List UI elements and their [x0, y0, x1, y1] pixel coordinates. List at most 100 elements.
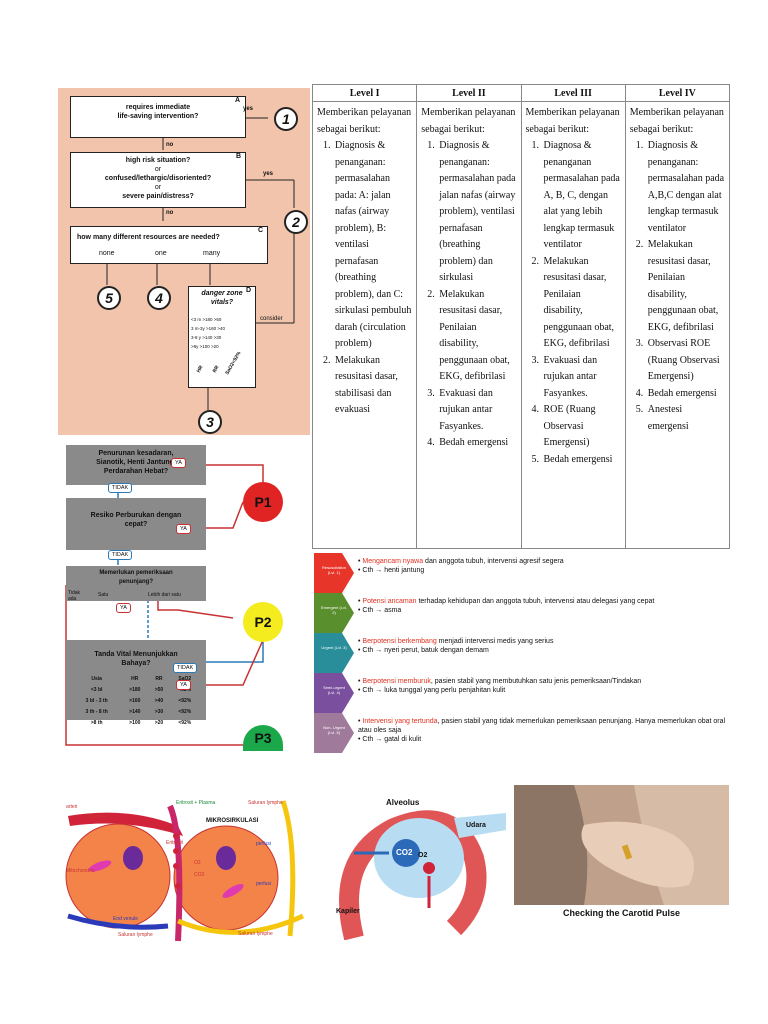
- priority-p3: P3: [243, 725, 283, 751]
- level-description: • Berpotensi berkembang menjadi interven…: [358, 638, 554, 654]
- esi-box-a: requires immediate life-saving intervent…: [70, 96, 246, 138]
- esi-vitals-row-3: >8y >100 >20: [191, 344, 219, 349]
- triage-vt-cell: >100: [129, 720, 141, 726]
- esi-level-row-3: Urgent (Lvl. 3) • Berpotensi berkembang …: [314, 633, 730, 673]
- esi-box-b-or1: or: [154, 166, 162, 173]
- carotid-photo-art: [514, 785, 729, 905]
- table-header-level-3: Level III: [520, 84, 626, 102]
- table-intro: Memberikan pelayanan sebagai berikut:: [525, 107, 620, 135]
- triage-vt-cell: <92%: [178, 709, 192, 715]
- chevron-shape: [314, 633, 354, 673]
- triage-ya-2: YA: [176, 524, 191, 534]
- triage-vt-head: HR: [131, 676, 139, 682]
- level-desc-rest: menjadi intervensi medis yang serius: [436, 638, 554, 645]
- level-description: • Intervensi yang tertunda, pasien stabi…: [358, 718, 726, 743]
- table-item: Diagnosis & penanganan: permasalahan pad…: [646, 138, 725, 237]
- table-intro: Memberikan pelayanan sebagai berikut:: [317, 107, 412, 135]
- esi-arrows: [106, 117, 295, 410]
- level-example: Cth → gatal di kulit: [362, 736, 422, 743]
- table-col-level-3: Memberikan pelayanan sebagai berikut: Di…: [520, 101, 626, 549]
- table-intro: Memberikan pelayanan sebagai berikut:: [421, 107, 516, 135]
- table-item: Melakukan resusitasi dasar, Penilaian di…: [646, 237, 725, 336]
- chevron-shape: [314, 673, 354, 713]
- esi-box-b: high risk situation? or confused/letharg…: [70, 152, 246, 208]
- esi-box-b-line2: confused/lethargic/disoriented?: [104, 175, 212, 182]
- micro-eritrosit: Eritrosit: [166, 840, 183, 846]
- chevron-shape: [314, 553, 354, 593]
- triage-q2-text: Resiko Perburukan dengan cepat?: [90, 512, 182, 528]
- micro-saluran-3: Saluran lymphe: [238, 931, 273, 937]
- esi-vitals-row-0: <3 m >180 >50: [191, 317, 222, 322]
- esi-level-1: 1: [274, 107, 298, 131]
- table-header-level-2: Level II: [416, 84, 522, 102]
- chevron-label: Non- Urgent (Lvl. 5): [323, 725, 345, 735]
- triage-vt-cell: >40: [154, 698, 164, 704]
- chevron-shape: [314, 593, 354, 633]
- chevron-shape: [314, 713, 354, 753]
- esi-yes-1: yes: [243, 106, 254, 112]
- chevron-label: Emergent (Lvl. 2): [320, 605, 347, 615]
- table-col-level-2: Memberikan pelayanan sebagai berikut: Di…: [416, 101, 522, 549]
- level-key-phrase: Berpotensi memburuk: [362, 678, 431, 685]
- triage-vt-cell: <92%: [178, 720, 192, 726]
- esi-level-row-5: Non- Urgent (Lvl. 5) • Intervensi yang t…: [314, 713, 730, 753]
- carotid-caption: Checking the Carotid Pulse: [562, 908, 681, 918]
- triage-q1-text: Penurunan kesadaran, Sianotik, Henti Jan…: [96, 450, 176, 475]
- udara-label: Udara: [466, 822, 486, 829]
- micro-mitochondria: Mitochondria: [66, 868, 95, 874]
- table-item: ROE (Ruang Observasi Emergensi): [542, 402, 621, 452]
- micro-arteriole: arteriole: [88, 814, 107, 820]
- co2-label: CO2: [396, 848, 413, 857]
- triage-q3: Memerlukan pemeriksaan penunjang?: [66, 566, 206, 601]
- esi-vitals-hr: HR: [195, 364, 205, 374]
- esi-level-row-1: Resuscitation (Lvl. 1) • Mengancam nyawa…: [314, 553, 730, 593]
- triage-vt-head: SaO2: [178, 676, 192, 682]
- level-example: Cth → luka tunggal yang perlu penjahitan…: [362, 687, 506, 694]
- table-header-level-1: Level I: [311, 84, 418, 102]
- level-description: • Berpotensi memburuk, pasien stabil yan…: [358, 678, 642, 694]
- esi-vitals-row-1: 3 m-3y >160 >40: [191, 326, 226, 331]
- triage-vt-cell: >8 th: [90, 720, 103, 726]
- alveolus-label: Alveolus: [386, 798, 420, 807]
- triage-vt-cell: <92%: [178, 698, 192, 704]
- triage-opt-one: Satu: [98, 592, 109, 598]
- table-col-level-1: Memberikan pelayanan sebagai berikut: Di…: [311, 101, 418, 549]
- table-item: Evakuasi dan rujukan antar Fasyankes.: [542, 353, 621, 403]
- triage-tidak-4: TIDAK: [173, 663, 198, 673]
- triage-opt-none: Tidak ada: [68, 590, 81, 602]
- esi-vitals-row-2: 3-8 y >140 >30: [191, 335, 222, 340]
- esi-one: one: [155, 250, 167, 257]
- micro-end-venule: End venule: [113, 916, 139, 922]
- level-desc-rest: terhadap kehidupan dan anggota tubuh, in…: [416, 598, 655, 605]
- triage-opt-many: Lebih dari satu: [148, 592, 181, 598]
- table-item: Diagnosis & penanganan: permasalahan pad…: [333, 138, 412, 353]
- level-description: • Mengancam nyawa dan anggota tubuh, int…: [358, 558, 564, 574]
- triage-vt-cell: <92%: [178, 687, 192, 693]
- esi-level-row-2: Emergent (Lvl. 2) • Potensi ancaman terh…: [314, 593, 730, 633]
- esi-level-3: 3: [198, 410, 222, 434]
- triage-arrows: [65, 464, 264, 746]
- triage-ya-1: YA: [171, 458, 186, 468]
- esi-box-b-line1: high risk situation?: [125, 157, 191, 164]
- microcirculation-shapes: [65, 800, 305, 942]
- level-desc-rest: , pasien stabil yang tidak memerlukan pe…: [358, 718, 726, 734]
- esi-box-b-or2: or: [154, 184, 162, 191]
- triage-q3-text: Memerlukan pemeriksaan penunjang?: [99, 570, 173, 585]
- facility-level-table: Level I Level II Level III Level IV Memb…: [311, 84, 731, 549]
- priority-p2: P2: [243, 602, 283, 642]
- triage-ya-4: YA: [176, 680, 191, 690]
- table-item: Diagnosis & penanganan: permasalahan pad…: [437, 138, 516, 287]
- level-description: • Potensi ancaman terhadap kehidupan dan…: [358, 598, 655, 614]
- triage-vt-cell: <3 bl: [90, 687, 103, 693]
- alveolus-diagram: Alveolus Udara CO2 O2 Kapiler: [334, 798, 506, 940]
- table-item: Observasi ROE (Ruang Observasi Emergensi…: [646, 336, 725, 386]
- triage-vt-head: Usia: [91, 676, 102, 682]
- table-item: Anestesi emergensi: [646, 402, 725, 435]
- esi-letter-b: B: [236, 153, 242, 160]
- esi-consider: consider: [260, 316, 283, 322]
- esi-level-list: Resuscitation (Lvl. 1) • Mengancam nyawa…: [314, 553, 730, 753]
- table-item: Melakukan resusitasi dasar, stabilisasi …: [333, 353, 412, 419]
- triage-vt-cell: >20: [154, 720, 164, 726]
- esi-yes-2: yes: [263, 171, 274, 177]
- level-key-phrase: Potensi ancaman: [362, 598, 417, 605]
